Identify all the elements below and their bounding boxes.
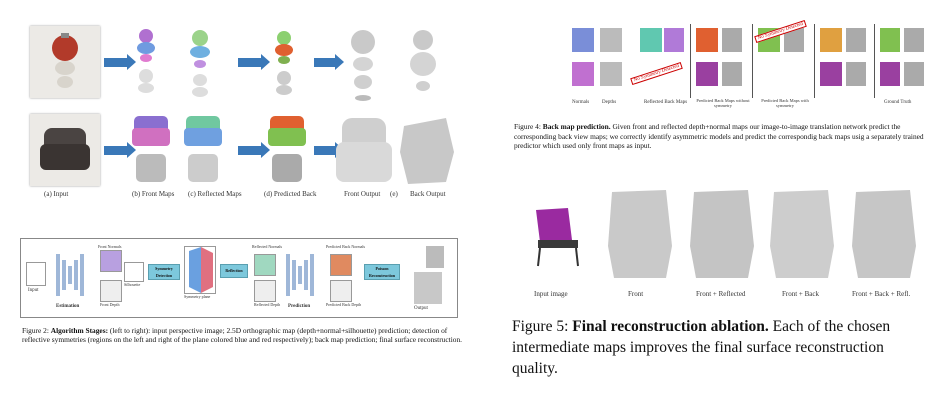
fig4-caption-title: Back map prediction. (542, 122, 611, 131)
front-maps-vase (128, 24, 178, 104)
reflected-maps-chair (178, 112, 233, 192)
fig1-label-e: (e) (390, 190, 398, 198)
fig5-front-back-refl (844, 186, 924, 282)
fig5-caption-label: Figure 5: (512, 318, 569, 335)
predicted-back-normals-thumb (330, 254, 352, 276)
fig5-label-front-reflected: Front + Reflected (696, 290, 746, 298)
fig1-label-reflected-maps: (c) Reflected Maps (188, 190, 242, 198)
figure-4-caption: Figure 4: Back map prediction. Given fro… (514, 122, 934, 151)
front-depth-thumb (100, 280, 122, 302)
label-estimation: Estimation (56, 304, 80, 309)
label-front-normals: Front Normals (98, 244, 122, 249)
arrow-2 (238, 54, 270, 70)
fig4-divider-1 (690, 24, 691, 98)
fig4-col-pred-without: Predicted Back Maps without symmetry (696, 98, 750, 108)
label-output: Output (414, 306, 428, 311)
fig4-row1 (568, 24, 930, 60)
label-front-depth: Front Depth (100, 302, 120, 307)
fig1-label-predicted-back: (d) Predicted Back (264, 190, 317, 198)
silhouette-thumb (124, 262, 144, 282)
predicted-back-depth-thumb (330, 280, 352, 302)
predicted-back-chair (264, 112, 314, 192)
reflection-box: Reflection (220, 264, 248, 278)
fig4-caption-text: Given front and reflected depth+normal m… (514, 122, 924, 151)
fig1-label-front-output: Front Output (344, 190, 381, 198)
label-prediction: Prediction (288, 304, 311, 309)
arrow-4 (104, 142, 136, 158)
fig4-col-normals: Normals (572, 100, 590, 105)
front-maps-chair (128, 112, 178, 192)
fig5-label-input: Input image (534, 290, 568, 298)
fig2-caption-label: Figure 2: (22, 326, 49, 335)
label-reflected-depth: Reflected Depth (254, 302, 281, 307)
fig5-front-reflected (682, 186, 762, 282)
fig4-caption-label: Figure 4: (514, 122, 541, 131)
symmetry-plane-thumb (184, 246, 216, 294)
fig4-col-depths: Depths (602, 100, 617, 105)
fig5-caption-text: Each of the chosen intermediate maps imp… (512, 318, 891, 377)
figure-5-caption: Figure 5: Final reconstruction ablation.… (512, 316, 928, 379)
estimation-network (56, 250, 86, 300)
fig4-col-reflected: Reflected Back Maps (644, 100, 688, 105)
front-normals-thumb (100, 250, 122, 272)
figure-2-caption: Figure 2: Algorithm Stages: (left to rig… (22, 326, 462, 345)
fig4-divider-3 (814, 24, 815, 98)
output-chairs (408, 242, 452, 312)
poisson-reconstruction-box: Poisson Reconstruction (364, 264, 400, 280)
fig5-caption-title: Final reconstruction ablation. (572, 318, 769, 335)
front-output-vase (338, 24, 388, 106)
fig4-row2 (568, 60, 930, 96)
arrow-3 (314, 54, 344, 70)
front-output-chair (332, 112, 396, 192)
predicted-back-vase (264, 24, 314, 104)
label-predicted-back-depth: Predicted Back Depth (326, 302, 362, 307)
figure-5: Input image Front Front + Reflected Fron… (518, 186, 932, 304)
fig5-input-image (528, 206, 588, 270)
label-reflected-normals: Reflected Normals (252, 244, 283, 249)
fig4-col-pred-with: Predicted Back Maps with symmetry (761, 98, 809, 108)
back-output-chair (396, 112, 458, 192)
input-thumb (26, 262, 46, 286)
label-predicted-back-normals: Predicted Back Normals (326, 244, 366, 249)
fig4-divider-2 (752, 24, 753, 98)
back-output-vase (396, 24, 451, 106)
fig5-front (600, 186, 680, 282)
figure-1: (a) Input (b) Front Maps (c) Reflected M… (28, 22, 458, 200)
reflected-depth-thumb (254, 280, 276, 302)
reflected-normals-thumb (254, 254, 276, 276)
figure-2-diagram: Input Estimation Front Normals Silhouett… (20, 234, 460, 322)
fig1-label-input: (a) Input (44, 190, 69, 198)
input-image-vase (30, 26, 100, 98)
symmetry-detection-box: Symmetry Detection (148, 264, 180, 280)
fig1-label-back-output: Back Output (410, 190, 446, 198)
fig4-col-ground-truth: Ground Truth (884, 100, 912, 105)
arrow-5 (238, 142, 270, 158)
fig5-label-front-back: Front + Back (782, 290, 819, 298)
input-image-chair (30, 114, 100, 186)
reflected-maps-vase (178, 24, 233, 104)
fig2-caption-text: (left to right): input perspective image… (22, 326, 462, 345)
label-symmetry-plane: Symmetry plane (184, 294, 211, 299)
fig1-label-front-maps: (b) Front Maps (132, 190, 175, 198)
fig4-divider-4 (874, 24, 875, 98)
label-silhouette: Silhouette (124, 282, 141, 287)
figure-4: No Symmetry Detected No Symmetry Detecte… (568, 19, 930, 114)
prediction-network (286, 250, 316, 300)
fig5-label-front-back-refl: Front + Back + Refl. (852, 290, 911, 298)
fig5-front-back (762, 186, 842, 282)
fig2-caption-title: Algorithm Stages: (50, 326, 109, 335)
fig5-label-front: Front (628, 290, 644, 298)
label-input: Input (28, 288, 39, 293)
arrow-1 (104, 54, 136, 70)
